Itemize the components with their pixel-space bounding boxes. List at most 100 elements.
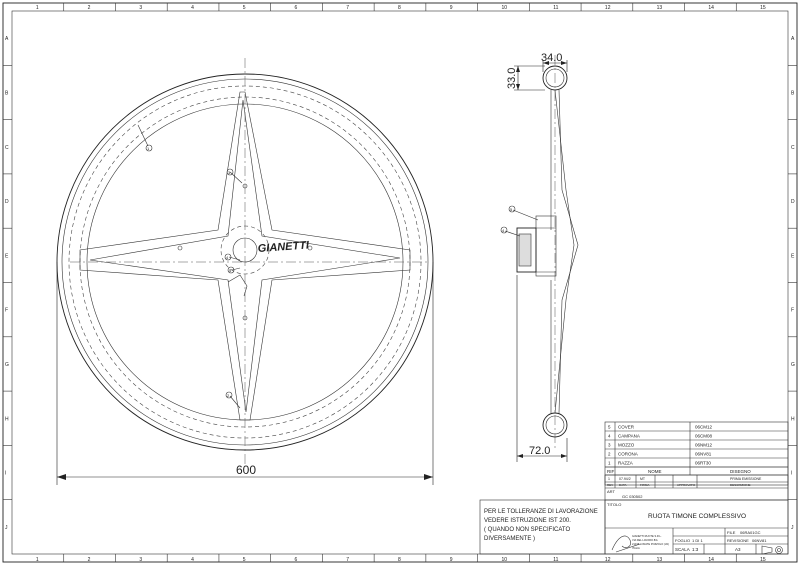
bolt-hole	[177, 245, 183, 251]
scale-label: SCALA	[675, 547, 690, 552]
rev-date: 07.94/2	[619, 477, 631, 481]
file-value: 06RA01GC	[740, 530, 761, 535]
side-balloon-5	[508, 205, 516, 213]
frame-column-label: 3	[139, 557, 142, 563]
bottom-width-value: 72.0	[529, 445, 550, 457]
frame-column-label: 4	[191, 557, 194, 563]
frame-column-label: 12	[605, 5, 611, 11]
title-label: TITOLO	[607, 502, 621, 507]
hub-lever	[227, 274, 248, 297]
frame-column-label: 4	[191, 5, 194, 11]
bottom-width-dimension: 72.0	[516, 275, 568, 462]
frame-row-label: C	[5, 145, 9, 151]
frame-row-label: H	[5, 416, 9, 422]
frame-row-label: D	[791, 199, 795, 205]
parts-row-drawing: 06NV81	[695, 452, 712, 457]
outer-border	[2, 2, 798, 563]
frame-row-label: C	[791, 145, 795, 151]
balloon-5	[227, 266, 235, 274]
rev-header-no: REV	[607, 483, 613, 487]
parts-row-name: CORONA	[618, 452, 638, 457]
frame-row-label: G	[5, 362, 9, 368]
bolt-hole	[242, 315, 248, 321]
tolerance-line-1: PER LE TOLLERANZE DI LAVORAZIONE	[484, 509, 598, 515]
projection-symbol-icon	[761, 545, 783, 555]
frame-column-label: 2	[88, 5, 91, 11]
balloon-3-label: 3	[228, 170, 231, 175]
file-label: FILE	[727, 530, 736, 535]
svg-text:21015 LONATE POZZOLO (VA): 21015 LONATE POZZOLO (VA)	[632, 542, 669, 546]
rev-header-sign: FIRMA	[640, 483, 649, 487]
spoke-profile-inner	[554, 89, 575, 414]
frame-column-label: 5	[243, 5, 246, 11]
balloon-5-label: 5	[229, 268, 232, 273]
frame-row-label: I	[791, 471, 792, 477]
title-block: TITOLO RUOTA TIMONE COMPLESSIVO FILE 06R…	[604, 499, 789, 555]
revision-label: REVISIONE	[727, 538, 749, 543]
bolt-hole	[242, 183, 248, 189]
frame-column-label: 1	[36, 5, 39, 11]
frame-column-label: 11	[553, 557, 558, 563]
frame-column-label: 6	[295, 557, 298, 563]
svg-text:GIANETTI RUOTE S.R.L.: GIANETTI RUOTE S.R.L.	[632, 534, 662, 538]
frame-row-label: I	[5, 471, 6, 477]
frame-row-label: F	[791, 308, 794, 314]
side-view: 5 4 34.0 33.0 72.0	[500, 52, 579, 462]
frame-column-label: 10	[501, 557, 507, 563]
frame-row-label: J	[5, 525, 8, 531]
side-balloon-5-label: 5	[510, 207, 513, 212]
frame-column-label: 14	[708, 557, 714, 563]
frame-column-label: 9	[450, 557, 453, 563]
bolt-hole	[307, 245, 313, 251]
frame-column-label: 15	[760, 557, 766, 563]
top-height-value: 33.0	[506, 68, 518, 89]
frame-column-label: 3	[139, 5, 142, 11]
hub-cap	[516, 227, 537, 273]
frame-zone-markers: 1122334455667788991010111112121313141415…	[3, 3, 797, 563]
side-balloons: 5 4	[500, 205, 539, 237]
sheet-label: FOGLIO	[675, 538, 690, 543]
frame-row-label: B	[5, 90, 9, 96]
frame-row-label: A	[5, 36, 9, 42]
frame-column-label: 12	[605, 557, 611, 563]
frame-column-label: 13	[657, 5, 663, 11]
balloon-2	[225, 391, 233, 399]
rev-desc: PRIMA EMISSIONE	[730, 477, 762, 481]
balloon-4	[224, 253, 232, 261]
company-logo-icon	[611, 535, 641, 553]
frame-column-label: 9	[450, 5, 453, 11]
frame-column-label: 14	[708, 5, 714, 11]
brand-logo-text: GIANETTI	[257, 239, 310, 255]
top-width-value: 34.0	[541, 52, 562, 64]
spoke-star	[79, 91, 411, 421]
parts-row-name: MOZZO	[618, 443, 635, 448]
front-balloons: 1 3 4 5 2	[137, 124, 243, 409]
frame-column-label: 5	[243, 557, 246, 563]
tolerance-note: PER LE TOLLERANZE DI LAVORAZIONE VEDERE …	[479, 499, 606, 555]
diameter-dimension: 600	[56, 262, 434, 485]
scale-value: 1:3	[692, 547, 699, 552]
balloon-1	[145, 144, 153, 152]
side-balloon-4	[500, 226, 508, 234]
tolerance-line-2: VEDERE ISTRUZIONE IST 200.	[484, 518, 571, 524]
svg-text:VIA DEL LAVORO 8/A: VIA DEL LAVORO 8/A	[632, 538, 658, 542]
frame-row-label: J	[791, 525, 794, 531]
hub-body	[535, 215, 557, 277]
parts-row-drawing: 06NM12	[695, 443, 713, 448]
parts-row-name: RAZZA	[618, 461, 633, 466]
frame-row-label: E	[791, 253, 795, 259]
balloon-1-label: 1	[147, 146, 150, 151]
front-view: GIANETTI 1 3 4 5 2 600	[56, 58, 434, 485]
diameter-dimension-value: 600	[236, 463, 256, 477]
company-address: GIANETTI RUOTE S.R.L. VIA DEL LAVORO 8/A…	[632, 534, 669, 550]
parts-row-ref: 3	[608, 443, 611, 448]
drawing-title: RUOTA TIMONE COMPLESSIVO	[648, 513, 746, 520]
rev-no: 1	[608, 477, 610, 481]
frame-column-label: 13	[657, 557, 663, 563]
rev-header-approved: APPROVATO	[677, 483, 696, 487]
parts-header-ref: RIF	[607, 469, 615, 474]
frame-row-label: D	[5, 199, 9, 205]
parts-row-ref: 4	[608, 434, 611, 439]
